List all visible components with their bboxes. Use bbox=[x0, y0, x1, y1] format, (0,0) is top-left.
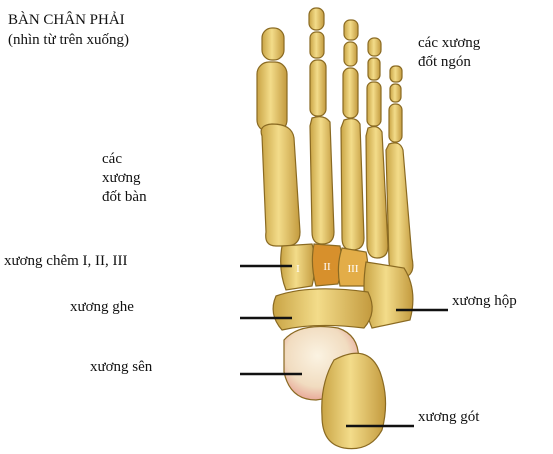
toe2-proximal-phalanx bbox=[310, 60, 326, 116]
toe2-distal-phalanx bbox=[309, 8, 324, 30]
metatarsal-5 bbox=[386, 143, 413, 278]
metatarsal-1 bbox=[261, 124, 300, 246]
toe4-proximal-phalanx bbox=[367, 82, 381, 126]
cuneiform-mark-2: II bbox=[323, 261, 331, 273]
toe4-middle-phalanx bbox=[368, 58, 380, 80]
navicular bbox=[273, 289, 372, 330]
metatarsal-2 bbox=[310, 117, 334, 244]
label-phalanges-line-2: đốt ngón bbox=[418, 53, 480, 72]
toe3-middle-phalanx bbox=[344, 42, 357, 66]
calcaneus bbox=[322, 353, 386, 448]
toe5-middle-phalanx bbox=[390, 84, 401, 102]
big-toe-proximal-phalanx bbox=[257, 62, 287, 132]
toe4-distal-phalanx bbox=[368, 38, 381, 56]
label-metatarsals: các xương đốt bàn bbox=[102, 150, 147, 207]
label-cuneiforms: xương chêm I, II, III bbox=[4, 252, 128, 271]
cuneiform-mark-1: I bbox=[296, 263, 300, 275]
cuboid bbox=[364, 262, 413, 328]
label-navicular: xương ghe bbox=[70, 298, 134, 317]
label-metatarsals-line-2: xương bbox=[102, 169, 147, 188]
label-phalanges: các xương đốt ngón bbox=[418, 34, 480, 72]
toe3-distal-phalanx bbox=[344, 20, 358, 40]
toe2-middle-phalanx bbox=[310, 32, 324, 58]
tarsals-group bbox=[273, 244, 413, 449]
label-calcaneus: xương gót bbox=[418, 408, 479, 427]
toe5-proximal-phalanx bbox=[389, 104, 402, 142]
label-talus: xương sên bbox=[90, 358, 152, 377]
diagram-title: BÀN CHÂN PHẢI (nhìn từ trên xuống) bbox=[8, 10, 129, 50]
toe3-proximal-phalanx bbox=[343, 68, 358, 118]
label-phalanges-line-1: các xương bbox=[418, 34, 480, 53]
metatarsal-3 bbox=[341, 119, 364, 250]
title-line-2: (nhìn từ trên xuống) bbox=[8, 30, 129, 50]
cuneiform-mark-3: III bbox=[348, 263, 359, 275]
toe5-distal-phalanx bbox=[390, 66, 402, 82]
big-toe-distal-phalanx bbox=[262, 28, 284, 60]
label-cuboid: xương hộp bbox=[452, 292, 517, 311]
title-line-1: BÀN CHÂN PHẢI bbox=[8, 10, 129, 30]
metatarsal-4 bbox=[366, 127, 388, 258]
label-metatarsals-line-3: đốt bàn bbox=[102, 188, 147, 207]
label-metatarsals-line-1: các bbox=[102, 150, 147, 169]
